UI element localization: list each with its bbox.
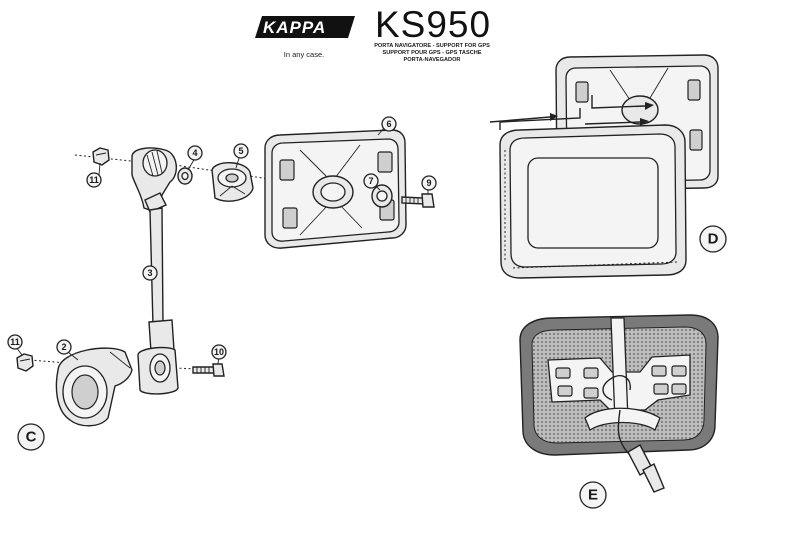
mounting-plate-6 <box>264 129 407 249</box>
leader-2 <box>67 351 79 361</box>
callout-3: 3 <box>142 265 158 281</box>
svg-text:C: C <box>26 429 37 446</box>
svg-text:11: 11 <box>10 337 20 347</box>
ball-socket-5 <box>211 162 254 202</box>
svg-text:9: 9 <box>426 178 431 188</box>
svg-text:7: 7 <box>368 176 373 186</box>
nut-11-bottom <box>16 353 34 372</box>
svg-text:4: 4 <box>192 148 197 158</box>
model-title: KS950 <box>375 4 491 45</box>
callout-11-top: 11 <box>86 172 102 188</box>
kappa-logo: KAPPA <box>255 16 355 38</box>
callout-6: 6 <box>381 116 397 132</box>
callout-5: 5 <box>233 143 249 159</box>
callout-4: 4 <box>187 145 203 161</box>
callout-11-bottom: 11 <box>7 334 23 350</box>
subtitle-line-3: PORTA-NAVEGADOR <box>404 57 461 63</box>
assembly-e: E <box>519 314 719 509</box>
arrow-2 <box>591 95 646 109</box>
svg-text:6: 6 <box>386 119 391 129</box>
swivel-head-top <box>131 147 177 213</box>
brand-name: KAPPA <box>263 18 326 37</box>
handlebar-clamp-2 <box>55 347 133 427</box>
svg-text:3: 3 <box>147 268 152 278</box>
strap-and-cable <box>584 317 665 493</box>
washer-7 <box>371 184 393 208</box>
section-label-c: C <box>17 423 45 451</box>
callout-2: 2 <box>56 339 72 355</box>
callout-9: 9 <box>421 175 437 191</box>
svg-text:11: 11 <box>89 175 99 185</box>
svg-text:D: D <box>708 231 719 248</box>
nut-11-top <box>92 147 110 166</box>
section-label-d: D <box>699 225 727 253</box>
bolt-9 <box>401 193 435 208</box>
leader-11-top <box>98 162 101 176</box>
svg-text:E: E <box>588 487 598 504</box>
bolt-10 <box>192 363 225 377</box>
washer-4 <box>177 167 193 185</box>
brand-tagline: In any case. <box>284 50 324 59</box>
svg-text:10: 10 <box>214 347 224 357</box>
header: KAPPA In any case. KS950 PORTA NAVIGATOR… <box>255 4 491 63</box>
svg-text:2: 2 <box>61 342 66 352</box>
gps-bag <box>499 124 687 279</box>
swivel-head-bottom <box>137 319 179 395</box>
callout-7: 7 <box>363 173 379 189</box>
svg-text:5: 5 <box>238 146 243 156</box>
subtitle-line-1: PORTA NAVIGATORE - SUPPORT FOR GPS <box>374 43 490 49</box>
arrow-1 <box>489 116 551 123</box>
section-label-e: E <box>579 481 607 509</box>
arrow-path <box>499 108 581 130</box>
assembly-d: D <box>489 54 727 279</box>
callout-10: 10 <box>211 344 227 360</box>
subtitle-line-2: SUPPORT POUR GPS - GPS TASCHE <box>382 50 481 56</box>
assembly-c: 11 4 5 6 7 9 3 2 11 10 C <box>7 116 437 451</box>
